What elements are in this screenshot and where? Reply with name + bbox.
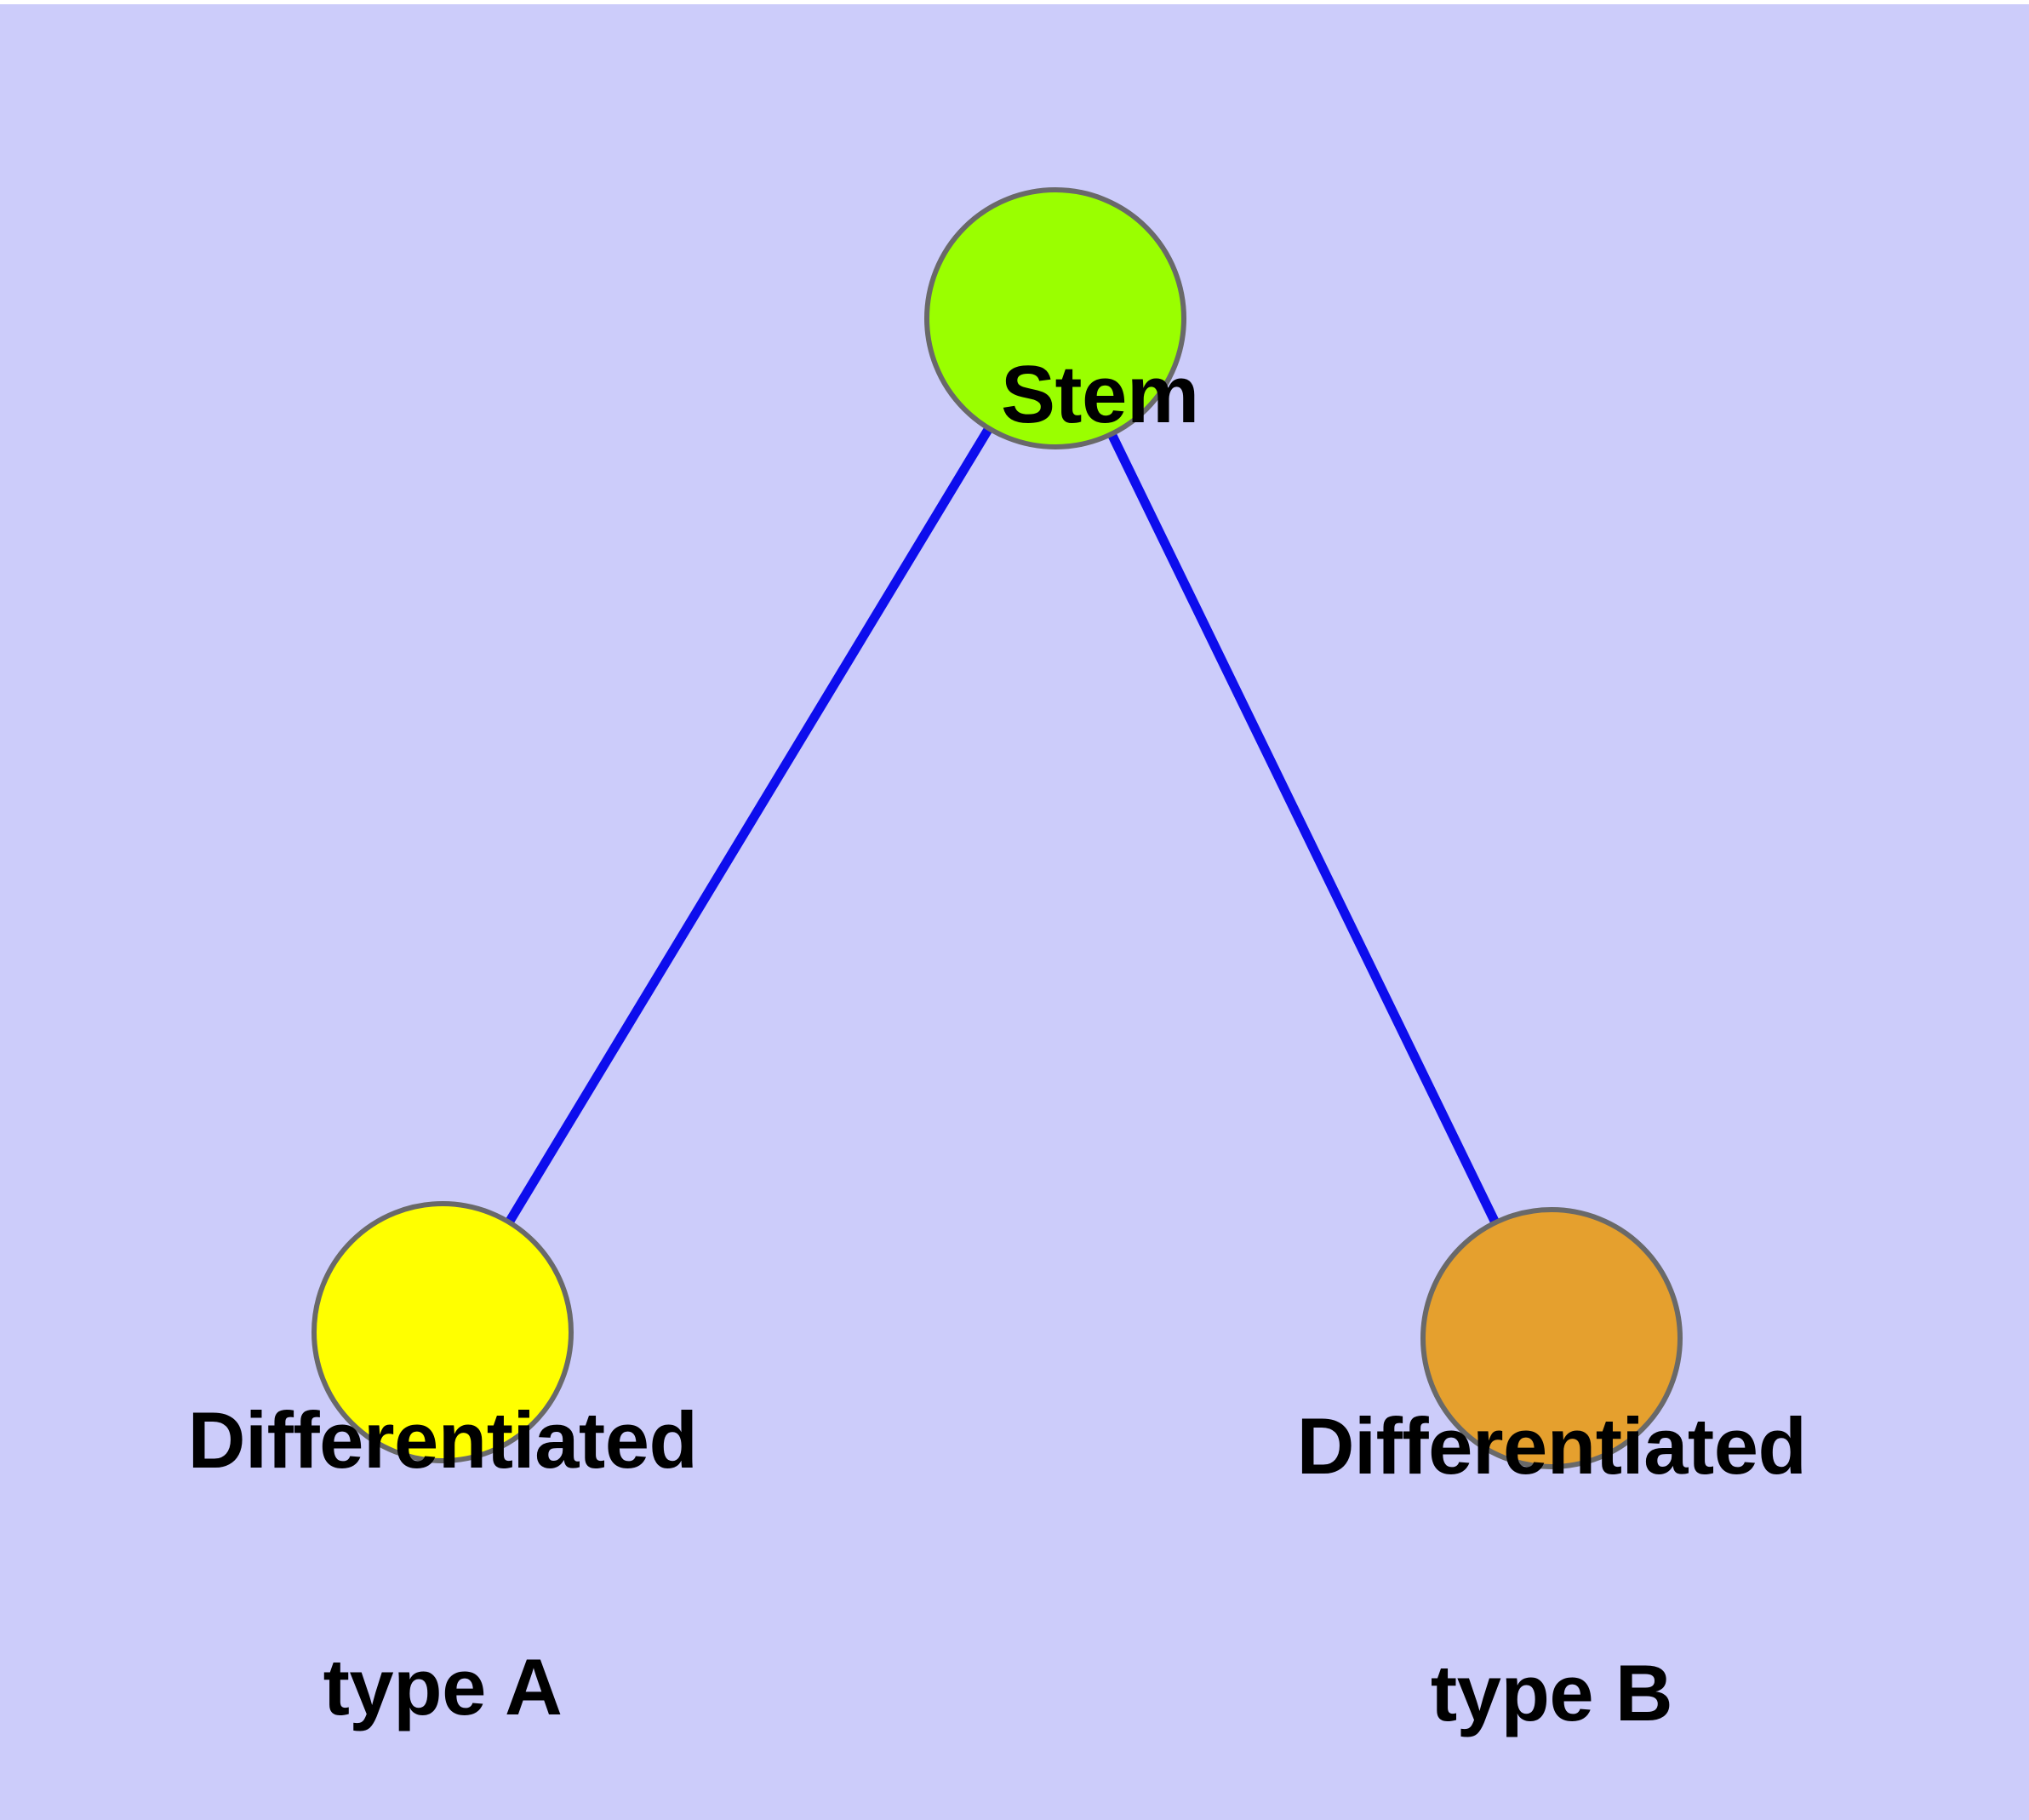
- node-differentiated-type-b[interactable]: [1420, 1207, 1683, 1469]
- node-differentiated-type-a[interactable]: [311, 1201, 574, 1463]
- edge-layer: [438, 316, 1556, 1341]
- edge-stem-to-differentiated-type-a[interactable]: [438, 316, 1060, 1335]
- edge-stem-to-differentiated-type-b[interactable]: [1051, 316, 1556, 1341]
- node-stem[interactable]: [924, 187, 1186, 449]
- node-layer: [311, 187, 1683, 1469]
